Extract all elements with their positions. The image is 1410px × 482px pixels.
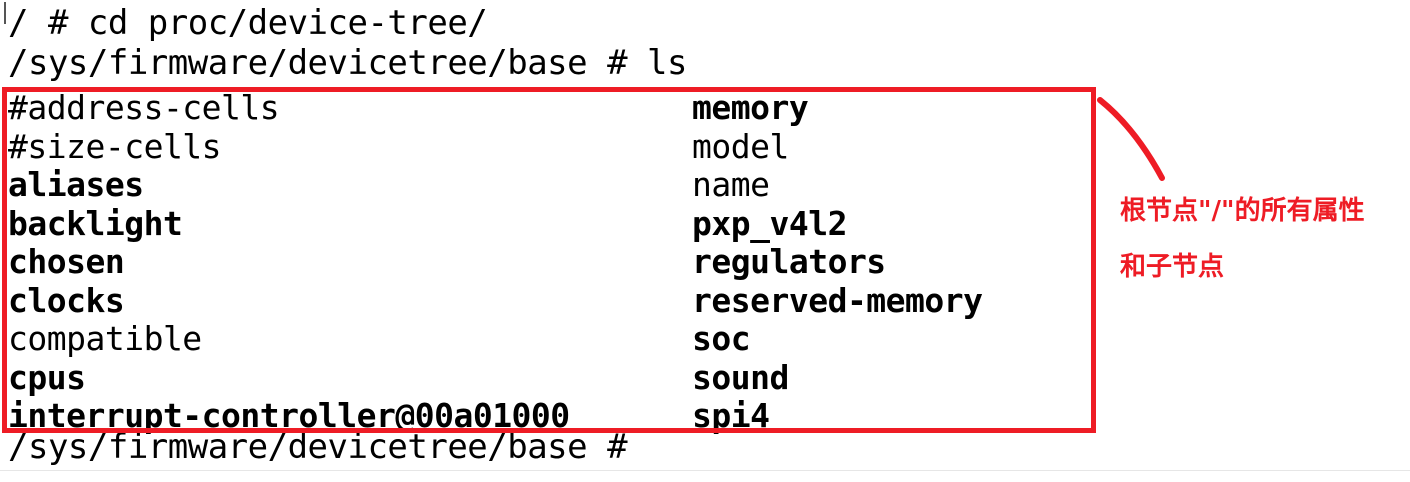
ls-entry-directory: cpus xyxy=(8,357,86,397)
ls-entry-directory: regulators xyxy=(692,242,886,281)
ls-entry-directory: pxp_v4l2 xyxy=(692,203,847,243)
ls-entry-directory: sound xyxy=(692,357,789,397)
ls-entry-file: name xyxy=(692,165,770,204)
command-line-ls: /sys/firmware/devicetree/base # ls xyxy=(8,43,687,83)
ls-entry-file: #address-cells xyxy=(8,88,280,127)
ls-entry-directory: backlight xyxy=(8,203,183,243)
ls-entry-file: #size-cells xyxy=(8,126,222,166)
ls-entry-directory: clocks xyxy=(8,280,125,320)
command-line-cd: / # cd proc/device-tree/ xyxy=(8,3,488,43)
annotation-line-2: 和子节点 xyxy=(1120,252,1225,282)
ls-entry-directory: memory xyxy=(692,88,809,127)
final-prompt: /sys/firmware/devicetree/base # xyxy=(8,427,628,467)
highlight-box xyxy=(2,87,1096,433)
ls-entry-directory: reserved-memory xyxy=(692,280,983,320)
annotation-line-1: 根节点"/"的所有属性 xyxy=(1120,196,1365,226)
ls-entry-file: compatible xyxy=(8,319,202,358)
bottom-divider xyxy=(0,470,1410,471)
ls-entry-directory: soc xyxy=(692,319,751,358)
ls-entry-directory: chosen xyxy=(8,242,125,281)
ls-entry-directory: aliases xyxy=(8,165,144,204)
text-cursor-mark xyxy=(4,2,6,24)
ls-entry-file: model xyxy=(692,126,789,166)
